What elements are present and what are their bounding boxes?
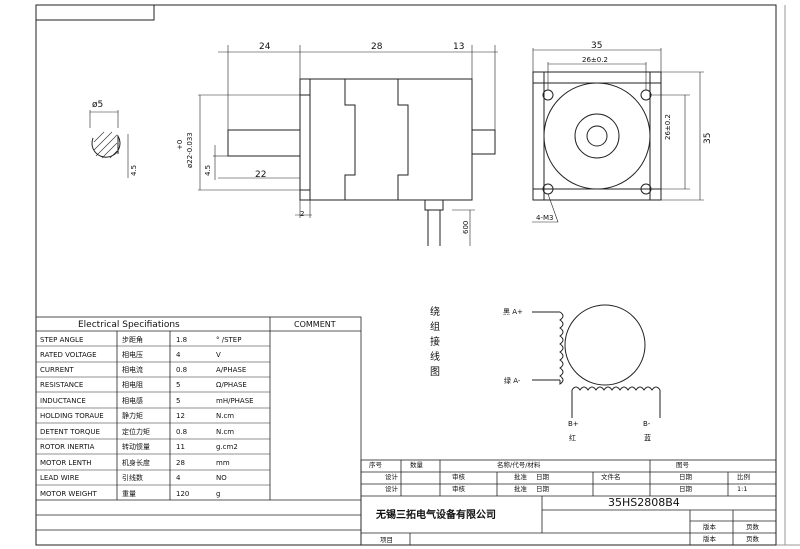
- spec-cell-cn: 转动惯量: [122, 443, 150, 451]
- spec-cell-val: 11: [176, 443, 185, 451]
- dim-26-top: 26±0.2: [582, 56, 608, 64]
- spec-cell-unit: V: [216, 351, 221, 359]
- spec-cell-cn: 机身长度: [122, 459, 150, 467]
- side-view-drawing: [89, 45, 498, 246]
- comment-header: COMMENT: [294, 320, 336, 329]
- dim-28: 28: [371, 42, 383, 52]
- spec-cell-val: 0.8: [176, 366, 188, 374]
- tb-scale: 比例: [737, 473, 750, 481]
- front-view-drawing: [532, 48, 704, 223]
- spec-title: Electrical Specifiations: [78, 320, 180, 330]
- spec-cell-val: 4: [176, 474, 181, 482]
- tb-date-2: 日期: [679, 473, 692, 481]
- tb-review-2: 审核: [452, 485, 465, 493]
- spec-cell-cn: 相电流: [122, 366, 143, 374]
- tb-project: 项目: [380, 536, 393, 544]
- tb-review-1: 审核: [452, 473, 465, 481]
- spec-cell-cn: 相电感: [122, 397, 143, 405]
- spec-cell-val: 120: [176, 490, 190, 498]
- spec-cell-unit: NO: [216, 474, 227, 482]
- spec-cell-cn: 相电阻: [122, 381, 143, 389]
- spec-cell-unit: g.cm2: [216, 443, 238, 451]
- tb-filename: 文件名: [601, 473, 621, 481]
- spec-cell-cn: 静力矩: [122, 412, 143, 420]
- dim-4-m3: 4-M3: [536, 214, 554, 222]
- spec-cell-val: 5: [176, 397, 181, 405]
- dim-35-top: 35: [591, 41, 603, 51]
- tb-seq: 序号: [369, 461, 382, 469]
- tb-version: 版本: [703, 523, 716, 531]
- spec-cell-cn: 相电压: [122, 351, 143, 359]
- spec-cell-en: LEAD WIRE: [40, 474, 79, 482]
- dim-35-right: 35: [703, 132, 713, 144]
- dim-13: 13: [453, 42, 465, 52]
- wire-a-plus-label: 黑 A+: [503, 308, 523, 316]
- spec-cell-val: 1.8: [176, 336, 188, 344]
- spec-cell-unit: Ω/PHASE: [216, 381, 247, 389]
- spec-cell-cn: 引线数: [122, 474, 143, 482]
- spec-cell-cn: 步距角: [122, 336, 143, 344]
- wire-b-minus-color: 蓝: [644, 434, 651, 442]
- tb-drawing-no: 图号: [676, 461, 689, 469]
- spec-cell-unit: ° /STEP: [216, 336, 242, 344]
- dim-4.5-flat: 4.5: [204, 164, 212, 176]
- tb-date-1: 日期: [536, 473, 549, 481]
- spec-cell-unit: mm: [216, 459, 230, 467]
- spec-cell-unit: g: [216, 490, 221, 498]
- wire-b-plus-label: B+: [568, 420, 579, 428]
- tb-version-2: 版本: [703, 535, 716, 543]
- spec-cell-val: 28: [176, 459, 185, 467]
- dim-4.5-shaft: 4.5: [130, 164, 138, 176]
- spec-cell-val: 0.8: [176, 428, 188, 436]
- spec-cell-en: CURRENT: [40, 366, 74, 374]
- spec-cell-unit: A/PHASE: [216, 366, 247, 374]
- spec-cell-en: STEP ANGLE: [40, 336, 84, 344]
- spec-cell-en: HOLDING TORAUE: [40, 412, 104, 420]
- dim-24: 24: [259, 42, 271, 52]
- dim-26-right: 26±0.2: [664, 114, 672, 140]
- tb-approve-2: 批准: [514, 485, 527, 493]
- spec-cell-unit: N.cm: [216, 428, 235, 436]
- spec-cell-cn: 定位力矩: [122, 428, 150, 436]
- tb-pages-2: 页数: [746, 535, 759, 543]
- dim-600: 600: [462, 220, 470, 234]
- spec-cell-unit: mH/PHASE: [216, 397, 254, 405]
- model-number: 35HS2808B4: [608, 496, 680, 509]
- dim-22: 22: [255, 170, 267, 180]
- company-name: 无锡三拓电气设备有限公司: [376, 510, 496, 521]
- spec-cell-unit: N.cm: [216, 412, 235, 420]
- tb-design-2: 设计: [385, 485, 398, 493]
- tb-design-1: 设计: [385, 473, 398, 481]
- wire-b-minus-label: B-: [643, 420, 651, 428]
- dim-phi22: ø22-0.033: [186, 132, 194, 168]
- tb-date-4: 日期: [679, 485, 692, 493]
- tb-date-3: 日期: [536, 485, 549, 493]
- tb-pages: 页数: [746, 523, 759, 531]
- tb-name: 名称/代号/材料: [497, 461, 541, 469]
- wire-b-plus-color: 红: [569, 434, 576, 442]
- spec-cell-en: INDUCTANCE: [40, 397, 86, 405]
- tb-approve-1: 批准: [514, 473, 527, 481]
- dim-phi5: ø5: [92, 100, 104, 110]
- wire-a-minus-label: 绿 A-: [504, 377, 521, 385]
- spec-cell-en: ROTOR INERTIA: [40, 443, 95, 451]
- dim-2: 2: [300, 210, 305, 218]
- spec-cell-en: RESISTANCE: [40, 381, 84, 389]
- tb-scale-value: 1:1: [737, 485, 748, 493]
- tb-qty: 数量: [410, 461, 423, 469]
- spec-cell-en: RATED VOLTAGE: [40, 351, 97, 359]
- spec-cell-en: MOTOR WEIGHT: [40, 490, 97, 498]
- dim-plus0: +0: [176, 139, 184, 150]
- wiring-title: 绕组接线图: [430, 307, 440, 378]
- spec-cell-val: 4: [176, 351, 181, 359]
- spec-cell-en: MOTOR LENTH: [40, 459, 92, 467]
- spec-cell-val: 5: [176, 381, 181, 389]
- spec-cell-cn: 重量: [122, 490, 136, 498]
- spec-cell-en: DETENT TORQUE: [40, 428, 100, 436]
- spec-cell-val: 12: [176, 412, 185, 420]
- wiring-diagram: [532, 304, 661, 418]
